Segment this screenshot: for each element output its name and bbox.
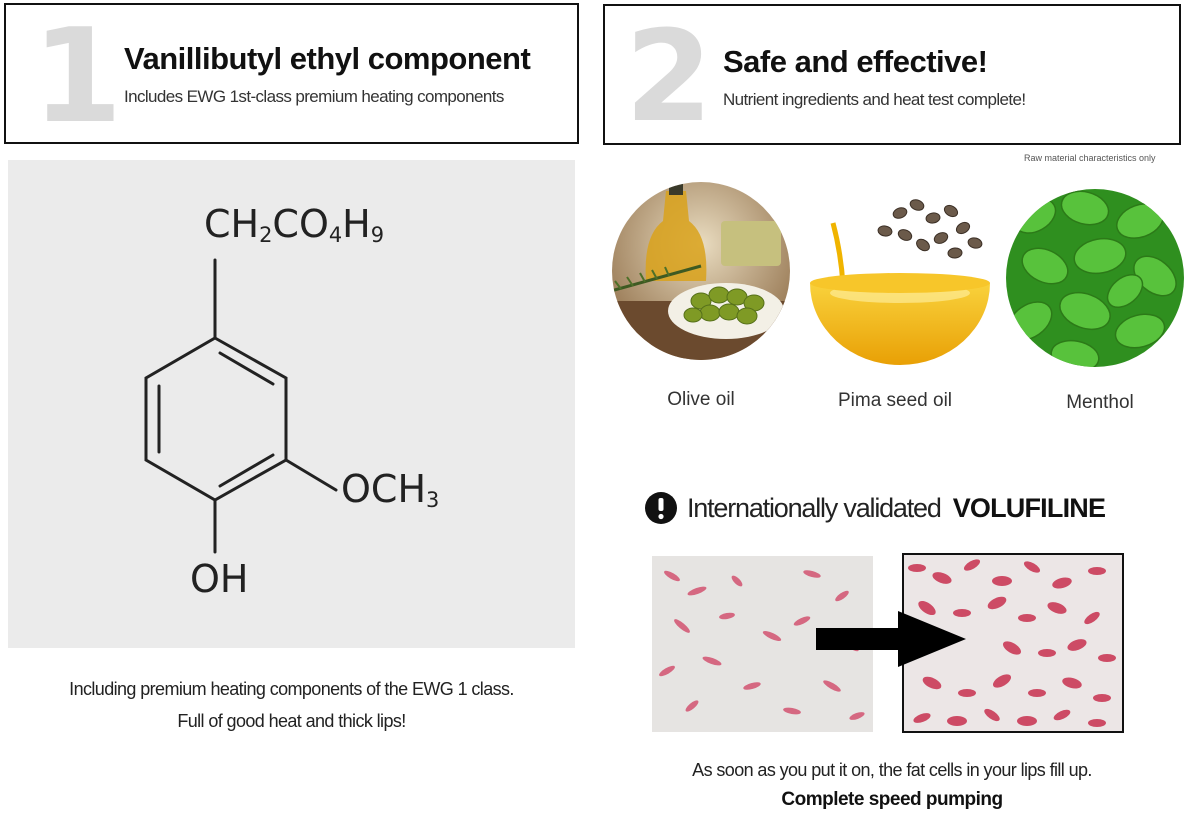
raw-material-note: Raw material characteristics only [1024, 153, 1156, 163]
top-group-mid: CO [272, 202, 329, 246]
olive-oil-image [612, 182, 790, 360]
top-group-sub3: 9 [370, 223, 385, 248]
section2-title: Safe and effective! [723, 44, 988, 79]
arrow-right-icon [816, 611, 966, 667]
section1-header: 1 Vanillibutyl ethyl component Includes … [4, 3, 579, 144]
top-group-sub1: 2 [259, 223, 273, 248]
validation-text: Internationally validated [687, 492, 942, 523]
menthol-image [1006, 189, 1184, 367]
section1-title: Vanillibutyl ethyl component [124, 41, 531, 76]
pima-seed-oil-image [810, 199, 990, 365]
top-substituent-label: CH2CO4H9 [204, 202, 384, 247]
top-group-sub2: 4 [328, 223, 343, 248]
exclamation-icon [645, 492, 677, 524]
side-group-main: OCH [341, 467, 427, 511]
section2-header: 2 Safe and effective! Nutrient ingredien… [603, 4, 1181, 145]
benzene-ring-diagram [144, 258, 338, 554]
methoxy-group-label: OCH3 [341, 467, 439, 512]
chemical-structure-panel: CH2CO4H9 OCH3 OH [8, 160, 575, 648]
ingredient-label-olive-oil: Olive oil [667, 389, 735, 410]
section1-number: 1 [32, 3, 122, 144]
validation-row: Internationally validated VOLUFILINE [645, 490, 1106, 526]
section2-number: 2 [625, 4, 713, 145]
ingredient-label-pima-seed-oil: Pima seed oil [837, 390, 953, 411]
section1-subtitle: Includes EWG 1st-class premium heating c… [124, 87, 504, 106]
result-description: As soon as you put it on, the fat cells … [692, 760, 1092, 780]
hydroxyl-group-label: OH [190, 557, 249, 601]
section2-subtitle: Nutrient ingredients and heat test compl… [723, 90, 1026, 109]
ingredient-label-menthol: Menthol [1066, 392, 1134, 413]
top-group-end: H [342, 202, 371, 246]
left-caption-line1: Including premium heating components of … [69, 679, 514, 699]
side-group-sub: 3 [426, 488, 440, 513]
result-headline: Complete speed pumping [781, 789, 1003, 810]
top-group-main: CH [204, 202, 260, 246]
left-caption-line2: Full of good heat and thick lips! [177, 711, 406, 731]
validation-brand: VOLUFILINE [952, 492, 1106, 523]
